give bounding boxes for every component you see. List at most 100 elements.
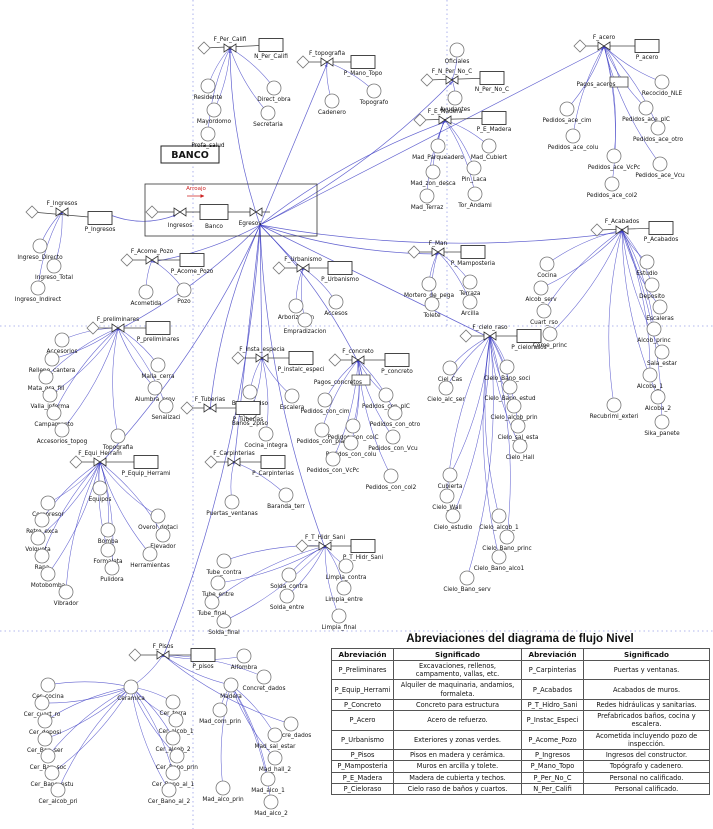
sat-edge	[41, 461, 101, 557]
converter-label: Cielo_Hall	[506, 455, 535, 461]
meaning-cell: Acometida incluyendo pozo de inspección.	[583, 729, 710, 751]
converter-label: Bomba	[98, 539, 119, 545]
converter-circle	[200, 78, 216, 94]
meaning-cell: Topógrafo y cadenero.	[583, 760, 710, 773]
converter-label: Alcob_princ	[637, 338, 670, 344]
converter-circle	[449, 42, 465, 58]
meaning-cell: Cielo raso de baños y cuartos.	[393, 782, 522, 796]
converter-circle	[502, 379, 518, 395]
cloud-diamond	[86, 321, 100, 335]
sat-edge	[211, 545, 326, 603]
converter-label: Cocina_integra	[244, 443, 288, 449]
converter-label: Puertas_ventanas	[206, 511, 258, 517]
converter-circle	[281, 567, 297, 583]
converter-circle	[383, 468, 399, 484]
stock-rect	[190, 648, 216, 662]
sat-edge	[223, 545, 326, 622]
meaning-cell: Madera de cubierta y techos.	[393, 771, 522, 784]
converter-circle	[652, 299, 668, 315]
converter-label: Ciel_Cas	[438, 377, 462, 383]
meaning-cell: Acabados de muros.	[583, 679, 710, 700]
sat-edge	[572, 45, 605, 137]
converter-label: Concret_dados	[243, 686, 286, 692]
flow-valve	[249, 207, 263, 217]
flow-valve	[93, 457, 107, 467]
flow-label: F_cielo_raso	[472, 325, 508, 331]
abbrev-cell: P_Cieloraso	[331, 782, 394, 796]
stock-rect	[516, 329, 542, 343]
converter-label: Sika_panete	[644, 431, 680, 437]
stock-label: P_cielorasos	[511, 345, 546, 351]
flow-label: F_E_Madera	[428, 109, 463, 115]
converter-label: Ingreso_Indirect	[15, 297, 62, 303]
converter-label: Herramientas	[130, 563, 170, 569]
converter-label: Sala_estar	[647, 361, 678, 367]
converter-label: Alcoba_1	[637, 384, 663, 390]
converter-circle	[40, 677, 56, 693]
sat-edge	[65, 461, 101, 593]
flow-label: F_insta_especia	[239, 347, 285, 353]
converter-circle	[100, 522, 116, 538]
converter-circle	[565, 128, 581, 144]
meaning-cell: Acero de refuerzo.	[393, 710, 522, 731]
bank-in-edge	[107, 213, 177, 222]
converter-circle	[283, 716, 299, 732]
sat-edge	[99, 461, 159, 517]
converter-circle	[42, 387, 58, 403]
flow-label: F_topografia	[309, 51, 346, 57]
converter-label: Cielo_sal_esta	[498, 435, 539, 441]
converter-circle	[30, 280, 46, 296]
converter-label: Solda_contra	[270, 584, 308, 590]
cluster-edge	[130, 686, 178, 757]
converter-label: Cielo_Bano_princ	[482, 546, 531, 552]
flow-valve	[445, 75, 459, 85]
flow-valve	[145, 255, 159, 265]
converter-label: Ingreso_Directo	[17, 255, 63, 261]
bank-stock-label: Banco	[205, 224, 223, 230]
stock-rect	[258, 38, 284, 52]
hub-edge	[259, 81, 453, 226]
stock-label: P_Urbanismo	[321, 277, 359, 283]
sat-edge	[162, 654, 292, 725]
converter-circle	[204, 594, 220, 610]
sat-edge	[449, 335, 492, 476]
converter-label: Profa_salud	[191, 143, 225, 149]
flow-label: F_Urbanismo	[284, 257, 322, 263]
converter-circle	[223, 677, 239, 693]
converter-label: Tube_final	[197, 611, 227, 617]
converter-circle	[419, 188, 435, 204]
sat-edge	[608, 229, 623, 406]
meaning-cell: Personal no calificado.	[583, 771, 710, 784]
meaning-cell: Concreto para estructura	[393, 698, 522, 712]
cloud-diamond	[459, 329, 473, 343]
converter-label: Cielo_Bano_serv	[443, 587, 491, 593]
converter-label: Motobomba	[31, 583, 66, 589]
bank-outflow-label: Egresos	[239, 221, 262, 227]
converter-circle	[438, 380, 454, 396]
converter-circle	[30, 530, 46, 546]
hub-edge	[232, 224, 261, 465]
converter-circle	[378, 387, 394, 403]
converter-circle	[224, 494, 240, 510]
converter-label: Secretaria	[253, 122, 283, 128]
converter-label: Tube_entre	[201, 592, 234, 598]
cluster-edge	[230, 684, 272, 803]
converter-circle	[123, 679, 139, 695]
converter-label: Ingreso_Total	[35, 275, 73, 281]
converter-circle	[176, 282, 192, 298]
abbrev-cell: P_Concreto	[331, 698, 394, 712]
sat-edge	[543, 229, 623, 312]
sat-edge	[321, 359, 359, 431]
abbrev-cell: P_Mamposteria	[331, 760, 394, 773]
converter-circle	[539, 256, 555, 272]
meaning-cell: Puertas y ventanas.	[583, 659, 710, 681]
converter-label: Limpia_final	[322, 625, 357, 631]
sat-edge	[112, 327, 119, 437]
converter-circle	[642, 367, 658, 383]
flow-label: F_Carpinterias	[213, 451, 255, 457]
converter-label: Vibrador	[54, 601, 79, 607]
